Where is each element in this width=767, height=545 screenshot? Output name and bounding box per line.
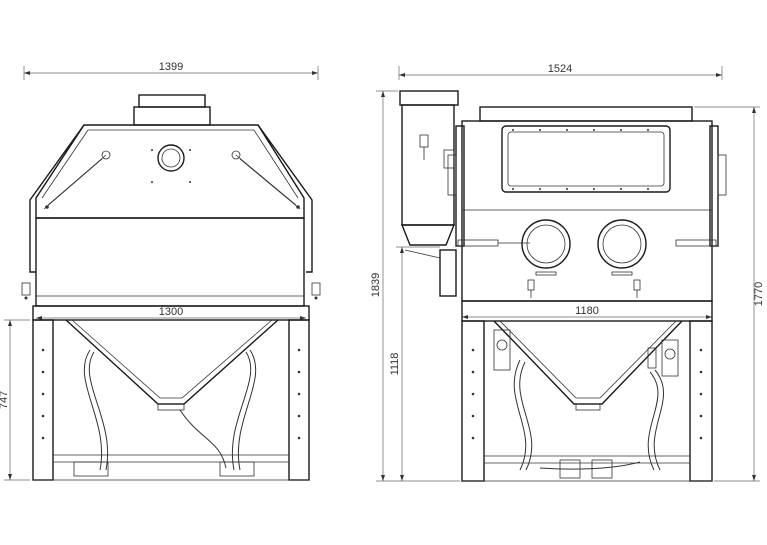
dim-front-overall-width: 1399 [23, 61, 319, 80]
dim-side-overall-height: 1839 [370, 90, 460, 482]
dim-label-1300: 1300 [159, 306, 183, 318]
dim-label-1399: 1399 [159, 61, 183, 73]
dim-side-overall-width: 1524 [398, 63, 723, 80]
side-leg-holes [471, 348, 703, 440]
side-view: 1524 [370, 63, 765, 482]
dim-side-cabinet-height: 1770 [694, 106, 765, 482]
front-view: 1399 [0, 61, 321, 481]
dim-front-stand-height: 747 [0, 319, 30, 481]
front-leg-holes [41, 348, 301, 440]
dim-label-1118: 1118 [389, 353, 401, 376]
dim-label-747: 747 [0, 391, 10, 409]
dim-label-1770: 1770 [753, 282, 765, 306]
window-bolts [512, 129, 649, 190]
dim-label-1524: 1524 [548, 63, 572, 75]
dim-label-1180: 1180 [575, 305, 599, 317]
dim-label-1839: 1839 [370, 273, 382, 297]
dim-front-frame-width: 1300 [36, 306, 306, 320]
dim-side-frame-width: 1180 [462, 305, 712, 319]
dim-side-stand-height: 1118 [389, 246, 440, 481]
